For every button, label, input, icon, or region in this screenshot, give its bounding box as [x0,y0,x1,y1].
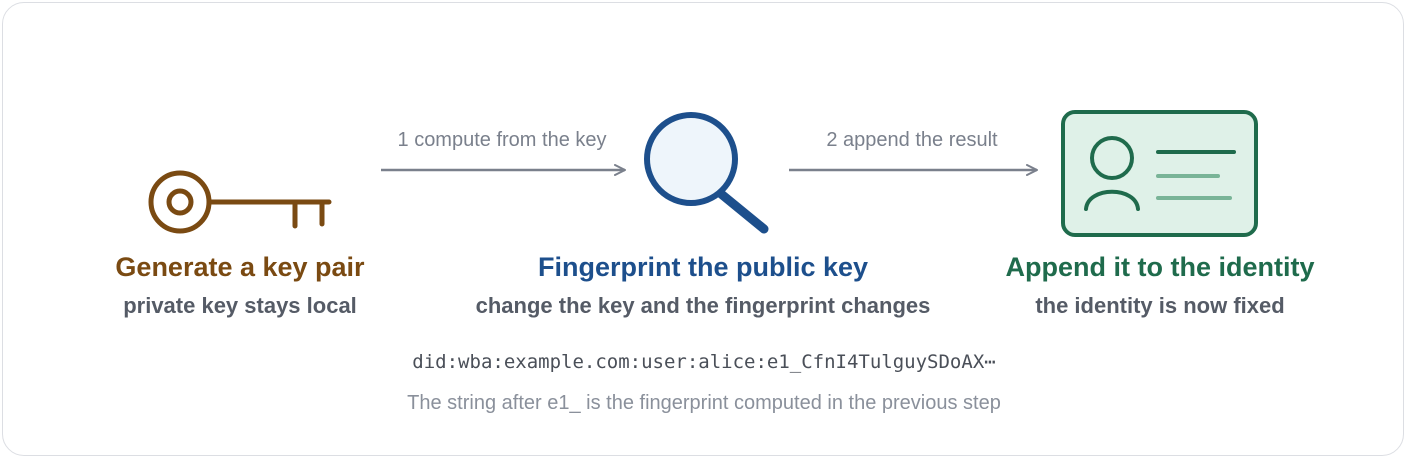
step-2-subtitle: change the key and the fingerprint chang… [475,293,931,318]
step-2-title: Fingerprint the public key [537,252,869,282]
step-3-subtitle: the identity is now fixed [1035,293,1285,318]
step-1-title: Generate a key pair [115,252,365,282]
step-3-title: Append it to the identity [1005,252,1315,282]
step-1-subtitle: private key stays local [123,293,357,318]
fingerprint-note: The string after e1_ is the fingerprint … [407,392,1001,414]
id-card-icon [1061,110,1258,237]
arrow-2-label: 2 append the result [826,129,998,151]
arrow-1-label: 1 compute from the key [397,129,607,151]
magnifier-icon [644,112,769,234]
key-icon [148,170,332,234]
did-example: did:wba:example.com:user:alice:e1_CfnI4T… [412,351,996,373]
